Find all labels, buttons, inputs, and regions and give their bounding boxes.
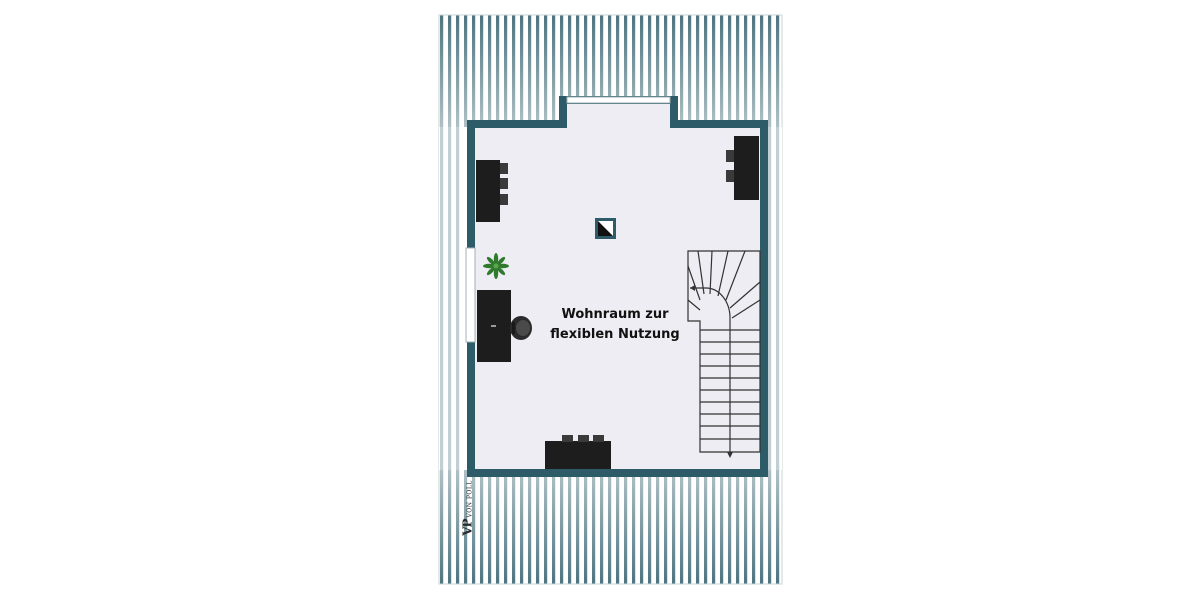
walls bbox=[467, 96, 768, 477]
chimney-icon bbox=[595, 218, 616, 239]
room-label-line1: Wohnraum zur bbox=[561, 307, 669, 322]
staircase bbox=[687, 250, 761, 455]
dormer-window bbox=[566, 96, 671, 104]
room-label: Wohnraum zur flexiblen Nutzung bbox=[540, 305, 690, 345]
room-label-line2: flexiblen Nutzung bbox=[550, 327, 680, 342]
logo-mark: VP bbox=[460, 519, 475, 536]
brand-logo: VPVON POLL bbox=[453, 478, 479, 538]
room-floor bbox=[475, 100, 760, 469]
stair-arrow bbox=[690, 285, 695, 291]
office-chair-icon bbox=[510, 316, 532, 340]
desk-bottom bbox=[545, 435, 611, 469]
roof-slope-bottom bbox=[439, 470, 782, 584]
desk-top-right bbox=[726, 136, 759, 200]
window-left bbox=[465, 247, 476, 343]
roof-slope-top bbox=[439, 15, 782, 127]
plant-icon bbox=[483, 253, 509, 279]
stair-arrow-end bbox=[727, 452, 733, 458]
desk-top-left bbox=[476, 160, 508, 222]
desk-left bbox=[477, 290, 511, 362]
logo-name: VON POLL bbox=[466, 480, 474, 518]
